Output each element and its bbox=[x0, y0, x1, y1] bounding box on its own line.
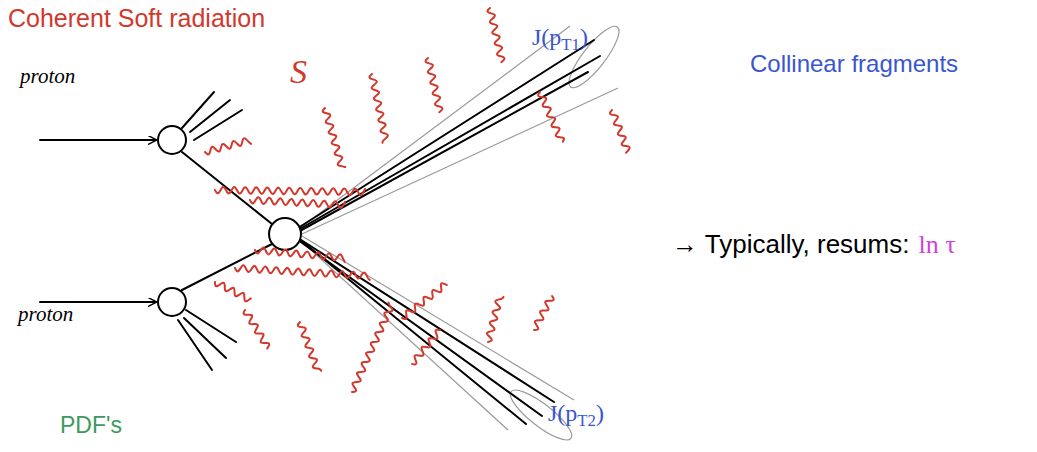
soft-gluon bbox=[402, 283, 447, 319]
log-symbol: ln τ bbox=[918, 230, 955, 260]
parton-lines bbox=[40, 40, 600, 424]
soft-gluon bbox=[244, 310, 270, 348]
soft-gluon bbox=[255, 248, 345, 262]
soft-gluon bbox=[412, 330, 440, 365]
soft-gluon bbox=[369, 74, 388, 143]
text-part: J(p bbox=[532, 24, 561, 50]
jet-particle bbox=[298, 240, 542, 416]
jet-label: J(pT1) bbox=[532, 24, 588, 52]
jet-cones bbox=[300, 20, 626, 447]
remnant bbox=[194, 110, 242, 140]
soft-gluon bbox=[298, 322, 321, 371]
soft-gluons bbox=[205, 8, 630, 392]
pdf-label: PDF's bbox=[60, 412, 122, 438]
jet-particle bbox=[298, 238, 554, 402]
note-text: → Typically, resums: bbox=[672, 230, 909, 260]
soft-gluon bbox=[538, 92, 564, 142]
subscript: T2 bbox=[577, 411, 596, 430]
pdf-blob bbox=[158, 288, 186, 316]
soft-gluon bbox=[215, 187, 365, 195]
cone-edge bbox=[300, 26, 570, 228]
jet-label: J(pT2) bbox=[548, 400, 604, 428]
text-part: J(p bbox=[548, 400, 577, 426]
remnant bbox=[178, 320, 212, 370]
soft-gluon bbox=[534, 296, 554, 330]
cone-edge bbox=[302, 236, 574, 400]
proton-arrow bbox=[40, 139, 156, 141]
soft-gluon bbox=[205, 138, 251, 154]
text-part: ) bbox=[580, 24, 588, 50]
cone-edge bbox=[302, 88, 618, 234]
remnant bbox=[182, 92, 214, 128]
cone-cap bbox=[562, 20, 626, 93]
soft-gluon bbox=[323, 108, 346, 167]
soft-gluon bbox=[487, 297, 504, 342]
vertices bbox=[158, 126, 301, 316]
parton bbox=[182, 244, 272, 290]
soft-gluon bbox=[352, 302, 393, 392]
hard-vertex bbox=[269, 218, 301, 250]
beam-label: proton bbox=[20, 64, 75, 88]
soft-gluon bbox=[487, 8, 504, 62]
fragments-label: Collinear fragments bbox=[750, 50, 958, 78]
cone-edge bbox=[300, 240, 508, 430]
soft-gluon bbox=[235, 265, 370, 280]
soft-gluon bbox=[250, 197, 345, 208]
soft-gluon bbox=[215, 282, 251, 301]
jet-particle bbox=[298, 40, 594, 228]
soft-symbol: S bbox=[290, 52, 307, 91]
subscript: T1 bbox=[561, 35, 580, 54]
text-part: ) bbox=[596, 400, 604, 426]
region-title: Coherent Soft radiation bbox=[8, 4, 265, 33]
soft-gluon bbox=[610, 110, 630, 153]
soft-gluon bbox=[425, 58, 442, 112]
remnant bbox=[190, 100, 230, 132]
beam-label: proton bbox=[18, 302, 73, 326]
pdf-blob bbox=[158, 126, 186, 154]
